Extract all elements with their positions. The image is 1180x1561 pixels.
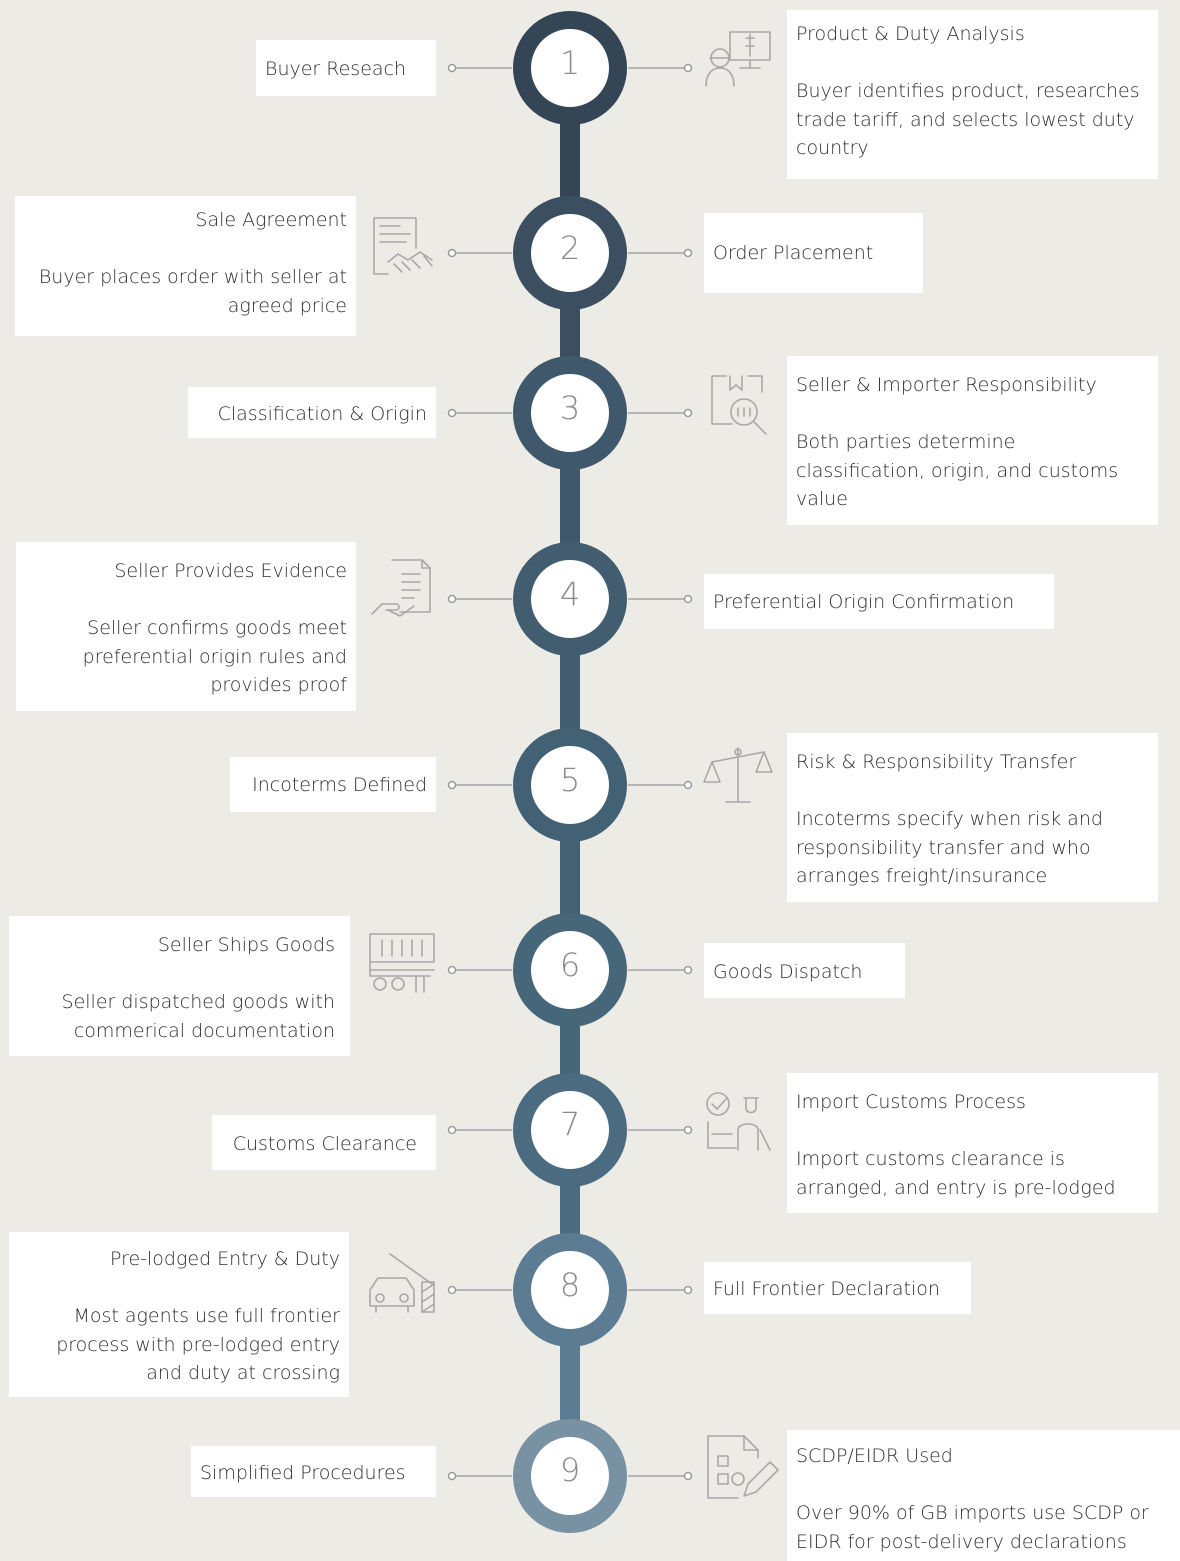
card-title: Simplified Procedures (200, 1462, 406, 1484)
contract-handshake-icon (373, 217, 433, 275)
step-6-right-card: Goods Dispatch (704, 943, 905, 998)
person-monitor-icon (705, 31, 771, 87)
connector-dot (447, 1125, 457, 1135)
card-title: Order Placement (713, 242, 874, 264)
step-number: 1 (559, 44, 581, 82)
card-description: Buyer identifies product, researches tra… (796, 80, 1140, 159)
connector-dot (683, 780, 693, 790)
step-3-right-card: Seller & Importer Responsibility Both pa… (787, 356, 1158, 525)
card-description: Both parties determine classification, o… (796, 431, 1119, 510)
step-rings (513, 11, 627, 1533)
step-9-left-card: Simplified Procedures (191, 1446, 436, 1497)
step-8-left-card: Pre-lodged Entry & Duty Most agents use … (9, 1232, 349, 1397)
card-title: Sale Agreement (195, 209, 347, 231)
card-description: Over 90% of GB imports use SCDP or EIDR … (796, 1502, 1149, 1553)
card-description: Seller confirms goods meet preferential … (82, 617, 347, 696)
step-number: 8 (559, 1266, 581, 1304)
car-barrier-icon (369, 1253, 435, 1313)
hand-document-icon (371, 559, 431, 617)
customs-officer-icon (706, 1092, 771, 1151)
connector-dot (447, 965, 457, 975)
step-ring (513, 1233, 627, 1347)
step-5-left-card: Incoterms Defined (230, 757, 436, 812)
step-8-right-card: Full Frontier Declaration (704, 1262, 971, 1314)
connector-dot (683, 248, 693, 258)
step-ring (513, 913, 627, 1027)
connector-dot (447, 780, 457, 790)
card-title: Classification & Origin (217, 403, 427, 425)
step-number: 3 (559, 389, 581, 427)
connector-dot (683, 408, 693, 418)
card-description: Buyer places order with seller at agreed… (38, 266, 347, 317)
cargo-truck-icon (369, 933, 435, 993)
step-9-right-card: SCDP/EIDR Used Over 90% of GB imports us… (787, 1430, 1180, 1561)
connector-dot (447, 408, 457, 418)
card-title: Customs Clearance (232, 1133, 417, 1155)
step-number: 6 (559, 946, 581, 984)
step-number: 7 (559, 1105, 581, 1143)
card-title: Pre-lodged Entry & Duty (109, 1248, 340, 1270)
step-1-right-card: Product & Duty Analysis Buyer identifies… (787, 10, 1158, 179)
step-3-left-card: Classification & Origin (188, 387, 436, 438)
card-description: Incoterms specify when risk and responsi… (796, 808, 1103, 887)
step-6-left-card: Seller Ships Goods Seller dispatched goo… (9, 916, 350, 1056)
step-5-right-card: Risk & Responsibility Transfer Incoterms… (787, 733, 1158, 902)
connector-dot (683, 594, 693, 604)
card-title: Product & Duty Analysis (796, 23, 1025, 45)
connector-dot (447, 63, 457, 73)
step-ring (513, 196, 627, 310)
step-icons (369, 31, 779, 1499)
step-2-left-card: Sale Agreement Buyer places order with s… (15, 196, 356, 336)
card-title: Preferential Origin Confirmation (713, 591, 1015, 613)
card-title: Buyer Reseach (265, 58, 407, 80)
card-description: Seller dispatched goods with commerical … (61, 991, 335, 1042)
step-ring (513, 728, 627, 842)
step-number: 5 (559, 761, 581, 799)
step-ring (513, 356, 627, 470)
step-4-right-card: Preferential Origin Confirmation (704, 574, 1054, 629)
connector-dot (683, 1471, 693, 1481)
step-number: 2 (559, 229, 581, 267)
connector-dot (447, 248, 457, 258)
connector-dot (683, 1285, 693, 1295)
connector-dot (683, 1125, 693, 1135)
connector-dot (447, 1471, 457, 1481)
step-ring (513, 11, 627, 125)
card-title: Incoterms Defined (252, 774, 427, 796)
card-title: Import Customs Process (796, 1091, 1026, 1113)
connector-dot (447, 594, 457, 604)
step-7-right-card: Import Customs Process Import customs cl… (787, 1073, 1158, 1213)
form-edit-icon (707, 1435, 779, 1499)
connector-lines (447, 63, 693, 1481)
card-title: Seller & Importer Responsibility (796, 374, 1097, 396)
step-1-left-card: Buyer Reseach (256, 40, 436, 96)
card-title: Full Frontier Declaration (713, 1278, 940, 1300)
card-title: Seller Ships Goods (157, 934, 335, 956)
step-ring (513, 1419, 627, 1533)
card-title: SCDP/EIDR Used (796, 1445, 953, 1467)
document-search-icon (711, 375, 767, 435)
step-4-left-card: Seller Provides Evidence Seller confirms… (16, 542, 356, 711)
card-title: Risk & Responsibility Transfer (796, 751, 1077, 773)
step-number: 4 (559, 575, 581, 613)
card-description: Import customs clearance is arranged, an… (796, 1148, 1116, 1199)
card-title: Seller Provides Evidence (114, 560, 347, 582)
connector-dot (447, 1285, 457, 1295)
step-7-left-card: Customs Clearance (212, 1115, 436, 1170)
step-ring (513, 1073, 627, 1187)
step-2-right-card: Order Placement (704, 213, 923, 293)
card-title: Goods Dispatch (713, 961, 863, 983)
connector-dot (683, 63, 693, 73)
step-ring (513, 542, 627, 656)
connector-dot (683, 965, 693, 975)
step-number: 9 (559, 1451, 581, 1489)
scales-icon (703, 747, 773, 803)
card-description: Most agents use full frontier process wi… (56, 1305, 340, 1384)
